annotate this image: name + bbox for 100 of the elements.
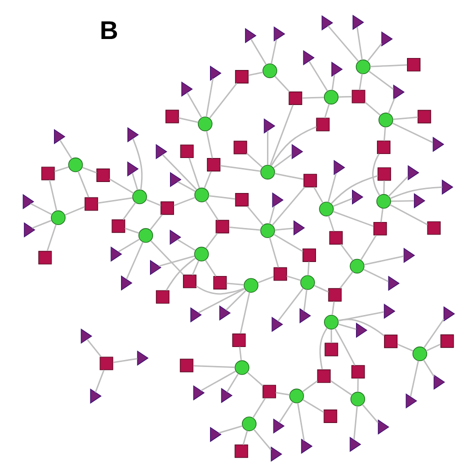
connector	[370, 64, 408, 68]
connector	[86, 338, 102, 357]
node-triangle	[334, 160, 346, 176]
node-triangle	[294, 220, 305, 236]
connector	[330, 330, 332, 343]
node-circle	[194, 246, 209, 262]
node-triangle	[442, 179, 454, 195]
connector	[188, 158, 200, 188]
node-triangle	[24, 222, 36, 238]
node-triangle	[444, 306, 455, 322]
node-box	[156, 290, 170, 304]
connector	[162, 154, 198, 190]
node-triangle	[273, 418, 285, 434]
node-triangle	[384, 304, 396, 319]
node-box	[160, 201, 174, 215]
connector	[46, 224, 57, 251]
connector	[314, 285, 329, 293]
node-triangle	[300, 308, 312, 324]
connector	[109, 178, 134, 194]
connector	[328, 174, 337, 202]
connector	[242, 430, 248, 445]
node-triangle	[331, 62, 343, 77]
connector	[307, 262, 310, 276]
node-triangle	[80, 328, 92, 344]
node-box	[232, 334, 246, 348]
connector	[274, 172, 304, 180]
connector	[362, 404, 379, 424]
node-triangle	[322, 15, 334, 30]
connector	[186, 92, 202, 118]
connector	[367, 42, 382, 62]
node-box	[352, 90, 366, 104]
node-triangle	[210, 66, 222, 81]
node-box	[317, 369, 331, 383]
connector	[426, 344, 441, 352]
node-box	[206, 158, 220, 172]
node-circle	[244, 278, 258, 293]
connector	[270, 126, 317, 166]
connector	[319, 328, 328, 370]
connector	[273, 234, 304, 252]
connector	[328, 25, 360, 62]
node-circle	[132, 190, 147, 204]
connector	[246, 206, 264, 226]
connector	[64, 206, 85, 216]
node-triangle	[150, 260, 162, 276]
connector	[200, 370, 236, 392]
connector	[226, 282, 244, 286]
connector	[390, 200, 414, 202]
node-circle	[50, 210, 66, 226]
node-circle	[356, 60, 370, 74]
connector	[177, 181, 196, 192]
node-triangle	[270, 446, 282, 462]
node-triangle	[404, 248, 416, 264]
node-box	[274, 267, 288, 281]
node-circle	[260, 223, 275, 238]
node-triangle	[190, 307, 202, 322]
connector	[372, 154, 380, 196]
node-circle	[378, 112, 394, 128]
node-box	[112, 219, 126, 233]
node-box	[378, 167, 392, 181]
connector	[303, 289, 308, 312]
node-triangle	[221, 388, 233, 404]
connector	[363, 268, 389, 282]
node-box	[96, 168, 110, 182]
connector	[328, 216, 334, 232]
node-triangle	[210, 426, 222, 442]
connector	[270, 104, 294, 166]
connector	[332, 198, 353, 207]
node-circle	[68, 158, 83, 172]
connector	[332, 301, 335, 315]
connector	[360, 234, 377, 260]
node-box	[234, 140, 248, 154]
node-triangle	[272, 192, 284, 208]
connector	[340, 244, 354, 261]
node-box	[235, 70, 249, 84]
connector	[273, 154, 292, 168]
connector	[174, 196, 196, 206]
connector	[204, 260, 216, 277]
connector	[150, 240, 184, 276]
node-triangle	[272, 316, 284, 332]
node-circle	[324, 90, 339, 104]
connector	[226, 374, 239, 393]
node-triangle	[54, 129, 66, 144]
node-triangle	[434, 374, 446, 390]
connector	[388, 98, 396, 114]
node-box	[262, 384, 276, 398]
node-box	[180, 358, 194, 372]
connector	[277, 288, 304, 322]
connector	[353, 406, 358, 440]
connector	[209, 82, 238, 119]
node-triangle	[432, 136, 444, 152]
node-triangle	[22, 194, 34, 210]
node-box	[427, 221, 441, 235]
node-box	[180, 144, 194, 158]
connector	[240, 292, 250, 334]
node-box	[234, 444, 248, 458]
node-triangle	[414, 193, 426, 208]
node-circle	[350, 392, 366, 406]
connector	[274, 76, 290, 92]
connector	[338, 311, 384, 322]
node-circle	[138, 228, 154, 243]
